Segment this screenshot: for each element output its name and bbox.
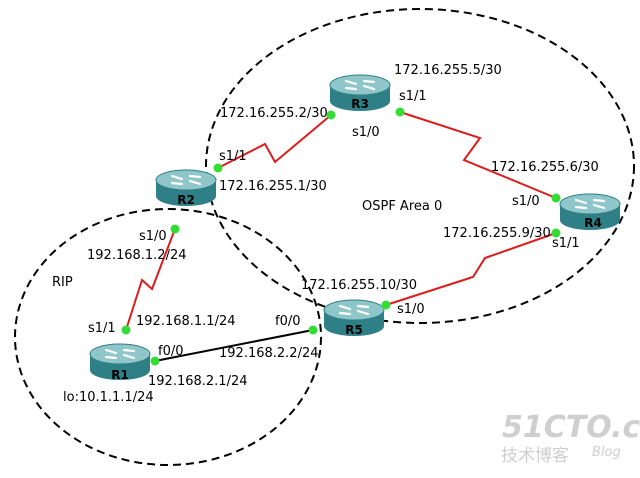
port-r4-s11[interactable] [551,228,561,238]
r4-s11-ip-label: 172.16.255.9/30 [443,226,551,241]
r2-s11-if-label: s1/1 [219,149,247,164]
r1-f00-if-label: f0/0 [158,344,184,359]
port-r1-s11[interactable] [121,325,131,335]
r2-upper-ip-label: 172.16.255.1/30 [219,179,327,194]
router-r2[interactable]: R2 [154,168,218,208]
router-r3-name: R3 [351,97,369,111]
watermark-blog: Blog [592,445,621,460]
port-r3-s10[interactable] [326,110,336,120]
port-r1-f00[interactable] [150,356,160,366]
router-r1[interactable]: R1 [88,342,152,382]
port-r5-f00[interactable] [308,325,318,335]
r2-s10-ip-label: 192.168.1.2/24 [87,248,187,263]
r5-f00-ip-label: 192.168.2.2/24 [219,346,319,361]
r5-f00-if-label: f0/0 [275,314,301,329]
router-r3[interactable]: R3 [328,73,392,113]
r4-s10-if-label: s1/0 [512,194,540,209]
port-r5-s10[interactable] [381,300,391,310]
ospf-area-label: OSPF Area 0 [362,199,442,214]
watermark-chinese: 技术博客 [501,446,569,466]
rip-area-label: RIP [52,275,73,290]
link-r4-r5 [385,232,557,306]
link-r2-r1 [125,228,176,331]
ospf-area-boundary [205,8,635,324]
router-r5[interactable]: R5 [322,298,386,338]
router-r5-name: R5 [345,323,363,337]
link-r3-r4 [399,111,557,199]
watermark: 51CTO.com 技术博客 Blog [501,410,640,466]
r1-loopback-label: lo:10.1.1.1/24 [63,390,154,405]
port-r4-s10[interactable] [551,193,561,203]
router-r4[interactable]: R4 [558,192,622,232]
r3-s10-if-label: s1/0 [352,125,380,140]
r3-s11-if-label: s1/1 [399,89,427,104]
r4-s10-ip-label: 172.16.255.6/30 [491,160,599,175]
r3-s11-ip-label: 172.16.255.5/30 [394,63,502,78]
r1-s11-if-label: s1/1 [88,321,116,336]
r2-s11-ip-label: 172.16.255.2/30 [220,106,328,121]
rip-area-boundary [14,208,322,466]
port-r2-s10[interactable] [170,224,180,234]
r1-s11-ip-label: 192.168.1.1/24 [136,314,236,329]
router-r1-name: R1 [111,368,129,382]
link-r2-r3 [217,114,332,169]
port-r2-s11[interactable] [213,163,223,173]
port-r3-s11[interactable] [395,107,405,117]
link-r1-r5 [154,329,314,362]
r1-f00-ip-label: 192.168.2.1/24 [148,374,248,389]
r2-s10-if-label: s1/0 [139,229,167,244]
r4-s11-if-label: s1/1 [552,236,580,251]
r5-s10-if-label: s1/0 [397,302,425,317]
watermark-site: 51CTO.com [502,410,640,445]
router-r2-name: R2 [177,193,195,207]
r5-s10-ip-label: 172.16.255.10/30 [301,278,417,293]
router-r4-name: R4 [584,216,602,230]
